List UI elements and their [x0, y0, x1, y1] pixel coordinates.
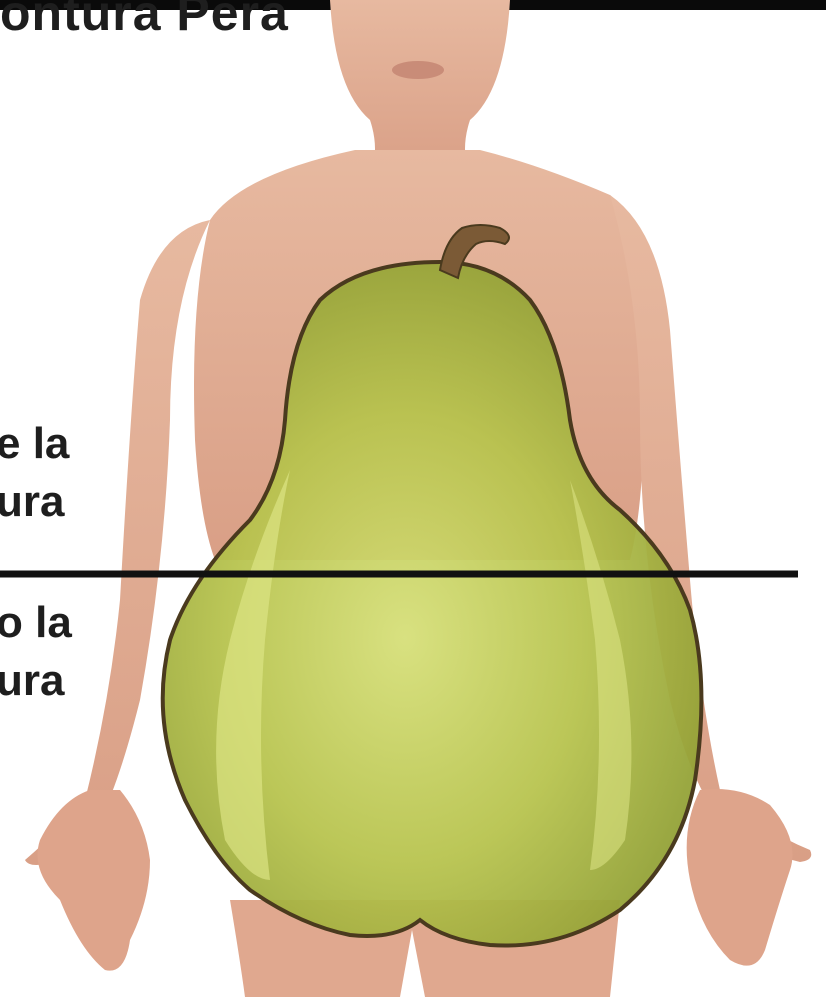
head-neck	[330, 0, 510, 175]
label-below-waist: o la ura	[0, 594, 72, 710]
label-above-line-2: ura	[0, 473, 69, 531]
label-below-line-1: o la	[0, 594, 72, 652]
label-above-waist: e la ura	[0, 415, 69, 531]
label-below-line-2: ura	[0, 652, 72, 710]
right-hand	[687, 789, 793, 966]
label-above-line-1: e la	[0, 415, 69, 473]
left-hand	[38, 790, 151, 971]
lips	[392, 61, 444, 79]
